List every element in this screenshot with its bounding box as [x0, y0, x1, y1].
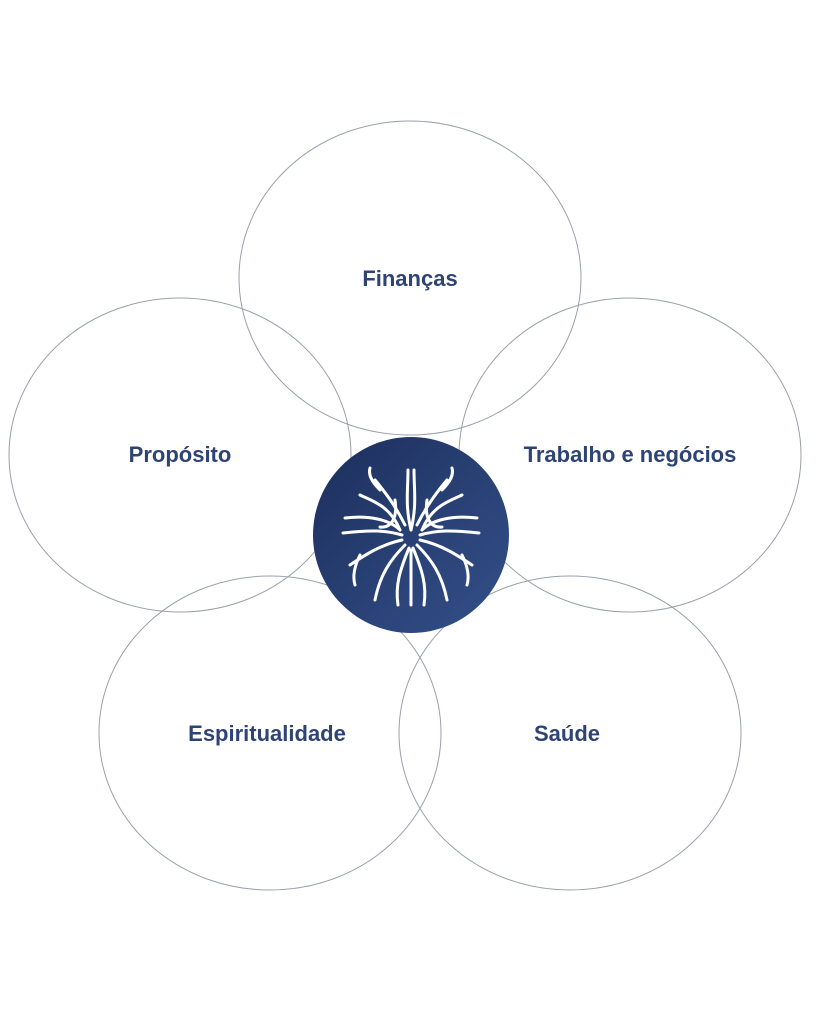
circle-proposito [8, 297, 352, 613]
circle-espiritualidade [98, 575, 442, 891]
tree-roots-icon [313, 437, 509, 633]
label-proposito: Propósito [129, 442, 232, 467]
circle-financas [238, 120, 582, 436]
label-saude: Saúde [534, 721, 600, 746]
label-financas: Finanças [362, 266, 457, 291]
label-espiritualidade: Espiritualidade [188, 721, 346, 746]
circle-saude [398, 575, 742, 891]
label-trabalho: Trabalho e negócios [524, 442, 737, 467]
